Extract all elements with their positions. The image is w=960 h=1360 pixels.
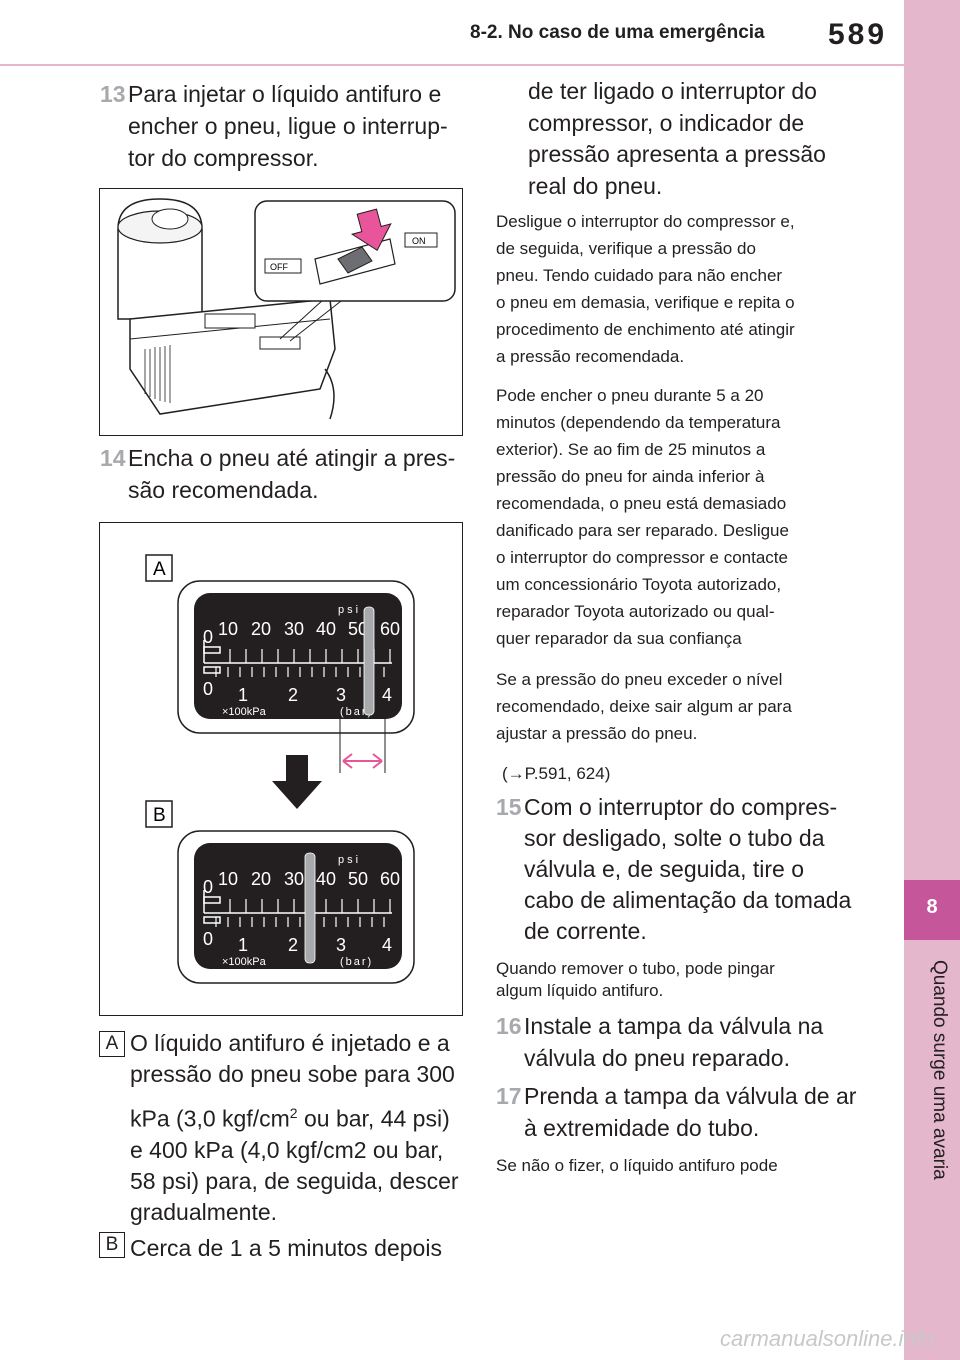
paragraph-tube-removal: Quando remover o tubo, pode pingar algum…: [496, 959, 775, 1000]
step-number: 15: [496, 794, 522, 820]
note-b-continuation: de ter ligado o interruptor do compresso…: [528, 78, 826, 199]
step-17: 17 Prenda a tampa da válvula de ar à ext…: [496, 1080, 856, 1144]
gauge-b-psi-label: psi: [338, 854, 361, 866]
switch-off-label: OFF: [270, 262, 288, 272]
paragraph-check-pressure: Desligue o interruptor do compressor e, …: [496, 212, 795, 366]
step-number: 16: [496, 1013, 522, 1039]
svg-text:40: 40: [316, 619, 336, 639]
gauge-a-unit-bar: (bar): [340, 706, 373, 718]
step-15: 15 Com o interruptor do compres- sor des…: [496, 792, 851, 947]
svg-text:10: 10: [218, 869, 238, 889]
chapter-title: Quando surge uma avaria: [929, 960, 950, 1180]
svg-text:4: 4: [382, 935, 392, 955]
svg-text:1: 1: [238, 685, 248, 705]
svg-text:0: 0: [203, 929, 213, 949]
step-16: 16 Instale a tampa da válvula na válvula…: [496, 1010, 823, 1074]
pressure-gauge-figure: A psi 0 10 20 30 40 50 60 0: [99, 522, 463, 1016]
svg-text:40: 40: [316, 869, 336, 889]
gauge-a-needle: [363, 606, 375, 716]
gauge-a-psi-label: psi: [338, 604, 361, 616]
note-a-text: O líquido antifuro é injetado e a pressã…: [130, 1030, 459, 1225]
step-14: 14 Encha o pneu até atingir a pres- são …: [100, 442, 455, 506]
step-number: 14: [100, 445, 126, 471]
paragraph-excess-pressure: Se a pressão do pneu exceder o nível rec…: [496, 670, 792, 743]
watermark: carmanualsonline.info: [720, 1326, 935, 1351]
step-text: Para injetar o líquido antifuro e encher…: [128, 81, 448, 171]
svg-text:1: 1: [238, 935, 248, 955]
note-b-text: Cerca de 1 a 5 minutos depois: [130, 1235, 442, 1261]
svg-text:20: 20: [251, 869, 271, 889]
header-divider: [0, 64, 904, 66]
step-text: Prenda a tampa da válvula de ar à extrem…: [524, 1083, 857, 1141]
svg-text:0: 0: [203, 679, 213, 699]
paragraph-fill-duration: Pode encher o pneu durante 5 a 20 minuto…: [496, 386, 789, 648]
gauge-a-unit-kpa: ×100kPa: [222, 706, 267, 718]
svg-text:60: 60: [380, 869, 400, 889]
svg-text:60: 60: [380, 619, 400, 639]
chapter-number-box: [904, 880, 960, 940]
gauge-b-unit-bar: (bar): [340, 956, 373, 968]
svg-text:0: 0: [203, 877, 213, 897]
chapter-side-tab: [904, 0, 960, 1360]
page-reference-link[interactable]: (→P.591, 624): [502, 764, 611, 783]
svg-text:50: 50: [348, 869, 368, 889]
paragraph-warning: Se não o fizer, o líquido antifuro pode: [496, 1156, 778, 1175]
step-text: Instale a tampa da válvula na válvula do…: [524, 1013, 824, 1071]
section-title: 8-2. No caso de uma emergência: [470, 22, 765, 43]
svg-text:30: 30: [284, 619, 304, 639]
compressor-illustration: OFF ON: [117, 198, 456, 420]
gauge-b-needle: [304, 852, 316, 964]
step-13: 13 Para injetar o líquido antifuro e enc…: [100, 78, 448, 174]
step-number: 13: [100, 81, 126, 107]
svg-text:4: 4: [382, 685, 392, 705]
page-number: 589: [828, 18, 888, 51]
switch-on-label: ON: [412, 236, 426, 246]
step-text: Encha o pneu até atingir a pres- são rec…: [128, 445, 456, 503]
svg-text:20: 20: [251, 619, 271, 639]
pressure-gauge-illustration: A psi 0 10 20 30 40 50 60 0: [145, 554, 415, 984]
svg-text:2: 2: [288, 935, 298, 955]
transition-arrow-icon: [272, 755, 322, 809]
svg-text:30: 30: [284, 869, 304, 889]
svg-text:50: 50: [348, 619, 368, 639]
svg-text:0: 0: [203, 627, 213, 647]
compressor-switch-figure: OFF ON: [99, 188, 463, 436]
step-number: 17: [496, 1083, 522, 1109]
note-a-label: A: [99, 1031, 125, 1057]
step-text: Com o interruptor do compres- sor deslig…: [524, 794, 852, 944]
note-b-label: B: [99, 1232, 125, 1258]
svg-text:10: 10: [218, 619, 238, 639]
figure-label-a: A: [153, 559, 166, 580]
figure-label-b: B: [153, 805, 166, 826]
svg-text:3: 3: [336, 935, 346, 955]
svg-text:3: 3: [336, 685, 346, 705]
gauge-b-unit-kpa: ×100kPa: [222, 956, 267, 968]
svg-text:2: 2: [288, 685, 298, 705]
chapter-number: 8: [926, 896, 938, 918]
